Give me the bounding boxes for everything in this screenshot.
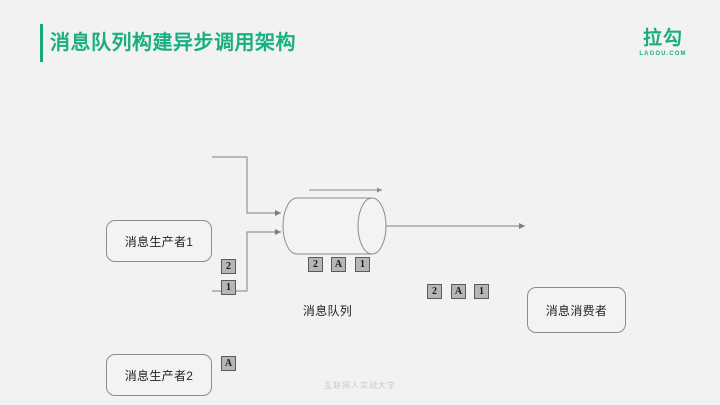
node-label-consumer: 消息消费者: [545, 303, 608, 318]
node-message-consumer[interactable]: 消息消费者: [527, 287, 626, 333]
title-accent-bar: [40, 24, 43, 62]
architecture-diagram: 消息生产者1 消息生产者2 消息队列 消息消费者 2 1 A 2 A 1 2 A…: [0, 84, 720, 396]
connector-producer1-to-queue: [212, 156, 281, 216]
node-label-producer-1: 消息生产者1: [124, 234, 194, 249]
slide-header: 消息队列构建异步调用架构 拉勾 LAGOU.COM: [0, 0, 720, 84]
brand-logo-subtitle: LAGOU.COM: [639, 51, 687, 57]
queue-cylinder-shape: [282, 197, 387, 255]
node-label-producer-2: 消息生产者2: [124, 368, 194, 383]
node-message-producer-1[interactable]: 消息生产者1: [106, 220, 212, 262]
node-label-queue: 消息队列: [302, 303, 353, 318]
page-title: 消息队列构建异步调用架构: [50, 32, 296, 54]
token-consumer-1: A: [451, 284, 466, 299]
token-queue-1: A: [331, 257, 346, 272]
brand-logo-mark: 拉勾: [642, 28, 683, 49]
token-queue-2: 1: [355, 257, 370, 272]
node-message-queue[interactable]: 消息队列: [283, 282, 386, 338]
token-producer1-1: 1: [221, 280, 236, 295]
token-consumer-2: 1: [474, 284, 489, 299]
token-producer1-0: 2: [221, 259, 236, 274]
token-consumer-0: 2: [427, 284, 442, 299]
footer-note: 互联网人实战大学: [324, 381, 396, 390]
token-queue-0: 2: [308, 257, 323, 272]
token-producer2-0: A: [221, 356, 236, 371]
node-message-producer-2[interactable]: 消息生产者2: [106, 354, 212, 396]
brand-logo: 拉勾 LAGOU.COM: [632, 28, 694, 59]
